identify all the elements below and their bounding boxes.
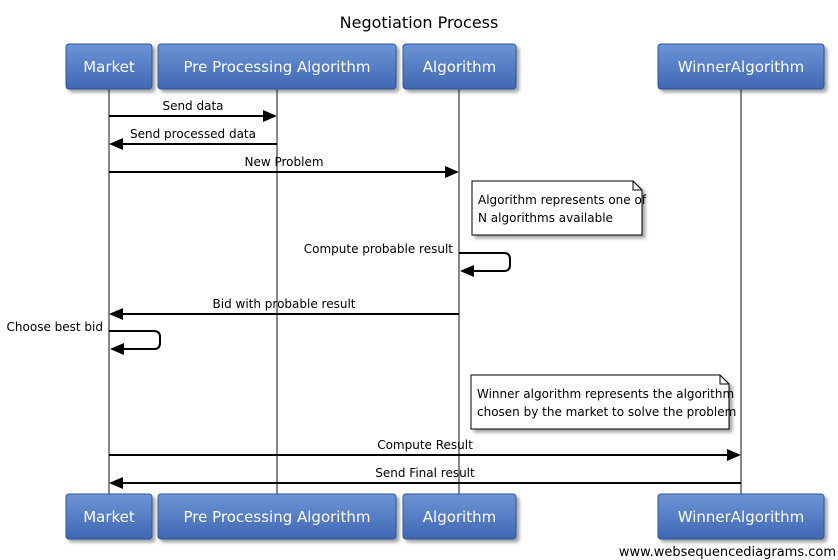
message-label: Send data	[162, 99, 223, 113]
actor-algo-top: Algorithm	[402, 43, 517, 90]
arrow-head	[110, 343, 124, 355]
note-box	[470, 374, 730, 430]
actor-box	[402, 493, 517, 540]
actor-label: Pre Processing Algorithm	[184, 508, 371, 526]
message-0: Send data	[109, 99, 277, 122]
note-line: chosen by the market to solve the proble…	[477, 405, 736, 419]
arrow-head	[445, 166, 459, 178]
actor-label: Market	[83, 508, 135, 526]
actor-market-top: Market	[65, 43, 153, 90]
actor-label: Algorithm	[423, 58, 496, 76]
actor-box	[657, 493, 825, 540]
note-line: N algorithms available	[478, 211, 613, 225]
actor-box	[157, 493, 397, 540]
actor-label: WinnerAlgorithm	[678, 58, 805, 76]
arrow-head	[460, 265, 474, 277]
message-7: Send Final result	[109, 466, 741, 489]
actor-market-bottom: Market	[65, 493, 153, 540]
arrow-head	[109, 138, 123, 150]
actor-algo-bottom: Algorithm	[402, 493, 517, 540]
note-line: Algorithm represents one of	[478, 193, 647, 207]
actor-label: Market	[83, 58, 135, 76]
actor-label: WinnerAlgorithm	[678, 508, 805, 526]
note-1: Winner algorithm represents the algorith…	[470, 374, 736, 430]
arrow-head	[109, 308, 123, 320]
message-6: Compute Result	[109, 438, 741, 461]
message-1: Send processed data	[109, 127, 277, 150]
note-box	[471, 180, 643, 236]
note-fold	[632, 181, 642, 191]
message-3: Compute probable result	[304, 242, 511, 277]
message-line	[459, 252, 511, 272]
arrow-head	[263, 110, 277, 122]
note-0: Algorithm represents one of N algorithms …	[471, 180, 647, 236]
actor-label: Algorithm	[423, 508, 496, 526]
note-line: Winner algorithm represents the algorith…	[477, 387, 734, 401]
message-label: New Problem	[244, 155, 323, 169]
actor-pre-top: Pre Processing Algorithm	[157, 43, 397, 90]
footer-watermark: www.websequencediagrams.com	[619, 545, 836, 560]
note-fold	[719, 375, 729, 385]
actor-box	[402, 43, 517, 90]
diagram-title: Negotiation Process	[340, 13, 499, 32]
message-label: Send processed data	[130, 127, 256, 141]
arrow-head	[727, 449, 741, 461]
arrow-head	[109, 477, 123, 489]
actor-box	[65, 43, 153, 90]
message-label: Compute probable result	[304, 242, 454, 256]
actor-winner-bottom: WinnerAlgorithm	[657, 493, 825, 540]
message-2: New Problem	[109, 155, 459, 178]
message-4: Bid with probable result	[109, 297, 459, 320]
message-label: Compute Result	[377, 438, 473, 452]
message-label: Choose best bid	[7, 320, 103, 334]
message-label: Bid with probable result	[213, 297, 356, 311]
actor-box	[657, 43, 825, 90]
actor-winner-top: WinnerAlgorithm	[657, 43, 825, 90]
actor-label: Pre Processing Algorithm	[184, 58, 371, 76]
message-5: Choose best bid	[7, 320, 161, 355]
actor-box	[65, 493, 153, 540]
message-line	[109, 330, 161, 350]
actor-box	[157, 43, 397, 90]
message-label: Send Final result	[375, 466, 475, 480]
actor-pre-bottom: Pre Processing Algorithm	[157, 493, 397, 540]
